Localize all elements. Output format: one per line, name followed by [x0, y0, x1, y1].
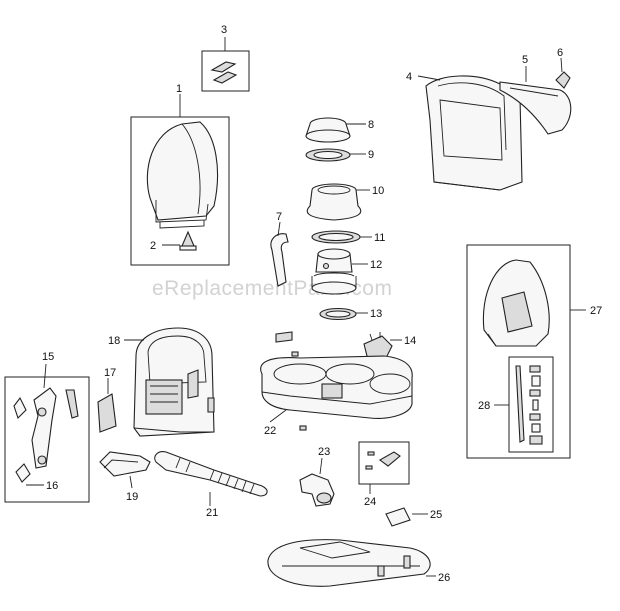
callout-15: 15 [42, 351, 54, 363]
part-13-seal [319, 307, 357, 321]
callout-28: 28 [478, 400, 490, 412]
callout-17: 17 [104, 367, 116, 379]
callout-25: 25 [430, 509, 442, 521]
part-27-tank [482, 259, 550, 347]
callout-5: 5 [522, 54, 528, 66]
part-3-clips [210, 61, 238, 84]
callout-13: 13 [370, 308, 382, 320]
callout-23: 23 [318, 446, 330, 458]
part-23-elbow [299, 473, 335, 507]
part-8-cap [305, 117, 351, 143]
callout-21: 21 [206, 507, 218, 519]
part-22-base [260, 355, 413, 419]
part-15-box [4, 376, 90, 503]
part-19-nozzle [99, 451, 151, 477]
part-3-box [201, 50, 250, 92]
part-7-hose [270, 233, 289, 287]
callout-12: 12 [370, 259, 382, 271]
part-18-front-housing [133, 327, 215, 437]
part-17-cover [97, 393, 117, 433]
part-15-handle [13, 387, 79, 469]
part-24-box [358, 441, 410, 485]
part-5-cover [499, 81, 572, 135]
callout-7: 7 [276, 211, 282, 223]
callout-8: 8 [368, 119, 374, 131]
part-25-latch [385, 507, 411, 527]
callout-14: 14 [404, 335, 416, 347]
part-6-clip [555, 71, 571, 89]
part-27-box [466, 244, 571, 459]
part-28-valve-assembly [515, 365, 543, 445]
callout-10: 10 [372, 185, 384, 197]
part-10-housing [306, 183, 362, 221]
callout-1: 1 [176, 83, 182, 95]
part-16-knob [15, 463, 31, 483]
callout-26: 26 [438, 572, 450, 584]
callout-22: 22 [264, 425, 276, 437]
callout-24: 24 [364, 496, 376, 508]
callout-19: 19 [126, 491, 138, 503]
part-12-motor [311, 248, 357, 295]
part-2-valve [179, 230, 197, 251]
callout-3: 3 [221, 24, 227, 36]
callout-18: 18 [108, 335, 120, 347]
callout-6: 6 [557, 47, 563, 59]
callout-16: 16 [46, 480, 58, 492]
part-9-gasket [305, 148, 351, 162]
part-1-tank [146, 121, 219, 229]
part-26-plate [267, 539, 431, 587]
part-4-housing [425, 75, 523, 191]
part-28-box [508, 356, 554, 453]
callout-4: 4 [406, 71, 412, 83]
callout-27: 27 [590, 305, 602, 317]
callout-11: 11 [374, 232, 385, 244]
part-24-parts [365, 451, 401, 470]
part-21-hose [154, 451, 268, 497]
part-22-clip [275, 331, 293, 343]
part-11-ring [311, 230, 361, 244]
callout-2: 2 [150, 240, 156, 252]
callout-9: 9 [368, 149, 374, 161]
